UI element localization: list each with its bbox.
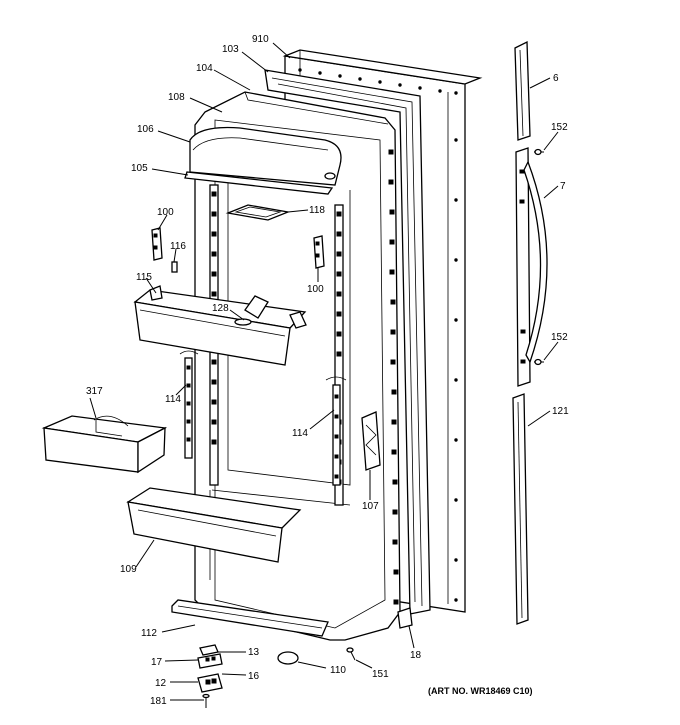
callout-151: 151 bbox=[372, 669, 389, 680]
door-rail-right bbox=[325, 376, 347, 486]
callout-labels: 910 103 104 108 106 105 100 116 118 100 … bbox=[86, 34, 569, 707]
door-handle bbox=[515, 147, 548, 387]
callout-107: 107 bbox=[362, 501, 379, 512]
door-shelf-upper bbox=[133, 285, 307, 366]
callout-910: 910 bbox=[252, 34, 269, 45]
callout-100-right: 100 bbox=[307, 284, 324, 295]
callout-18: 18 bbox=[410, 650, 422, 661]
callout-152-lower: 152 bbox=[551, 332, 568, 343]
callout-115: 115 bbox=[136, 272, 152, 283]
callout-112: 112 bbox=[141, 628, 157, 639]
door-rail-left bbox=[179, 350, 199, 459]
hinge-pin bbox=[197, 653, 223, 669]
dairy-hinge-bar bbox=[184, 171, 334, 195]
callout-110: 110 bbox=[330, 665, 346, 676]
hinge-bushing bbox=[199, 644, 219, 656]
callout-114-left: 114 bbox=[165, 394, 181, 405]
callout-6: 6 bbox=[553, 73, 559, 84]
door-stop bbox=[277, 651, 299, 665]
screw bbox=[202, 693, 210, 708]
callout-118: 118 bbox=[309, 205, 325, 216]
callout-121: 121 bbox=[552, 406, 569, 417]
bottom-trim bbox=[171, 599, 329, 637]
callout-12: 12 bbox=[155, 678, 167, 689]
storage-bin bbox=[41, 415, 168, 474]
door-screw bbox=[346, 647, 356, 661]
door-shelf-lower bbox=[126, 487, 302, 563]
mounting-plate bbox=[361, 411, 381, 471]
callout-116: 116 bbox=[170, 241, 186, 252]
handle-screw-lower bbox=[534, 358, 544, 366]
callout-103: 103 bbox=[222, 44, 239, 55]
shelf-bracket-right bbox=[313, 235, 325, 269]
cam-bracket bbox=[397, 607, 413, 629]
handle-screw-upper bbox=[534, 148, 544, 156]
callout-7: 7 bbox=[560, 181, 566, 192]
bracket-clip bbox=[171, 261, 178, 273]
callout-317: 317 bbox=[86, 386, 103, 397]
callout-128: 128 bbox=[212, 303, 229, 314]
hinge-bracket bbox=[197, 673, 223, 693]
callout-104: 104 bbox=[196, 63, 213, 74]
dairy-door bbox=[189, 126, 342, 186]
callout-105: 105 bbox=[131, 163, 148, 174]
leader-lines bbox=[89, 42, 559, 701]
callout-17: 17 bbox=[151, 657, 163, 668]
callout-152-upper: 152 bbox=[551, 122, 568, 133]
callout-109: 109 bbox=[120, 564, 137, 575]
callout-16: 16 bbox=[248, 671, 260, 682]
shelf-bracket-left bbox=[151, 227, 163, 261]
handle-trim bbox=[512, 393, 529, 625]
callout-108: 108 bbox=[168, 92, 185, 103]
callout-106: 106 bbox=[137, 124, 154, 135]
handle-cap bbox=[514, 40, 531, 141]
callout-100-left: 100 bbox=[157, 207, 174, 218]
callout-181: 181 bbox=[150, 696, 167, 707]
art-number: (ART NO. WR18469 C10) bbox=[428, 686, 533, 696]
callout-114-right: 114 bbox=[292, 428, 308, 439]
callout-13: 13 bbox=[248, 647, 260, 658]
